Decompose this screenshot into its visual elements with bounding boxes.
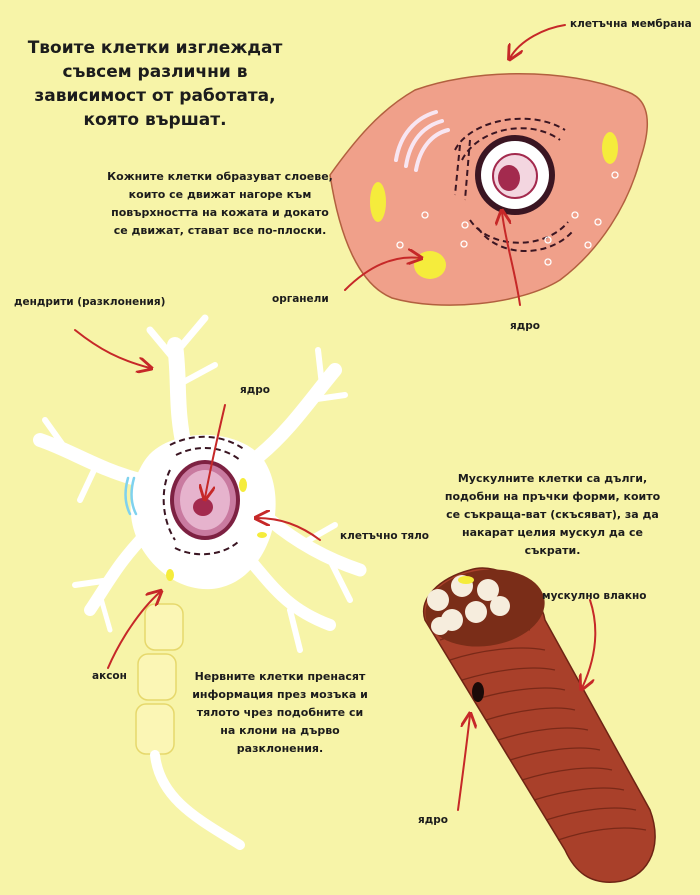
muscle-fiber xyxy=(423,567,656,883)
nerve-cell xyxy=(33,314,367,850)
label-cell-membrane: клетъчна мембрана xyxy=(570,18,692,30)
label-skin-nucleus: ядро xyxy=(510,320,540,332)
label-cell-body: клетъчно тяло xyxy=(340,530,429,542)
label-muscle-fiber: мускулно влакно xyxy=(542,590,647,602)
label-organelles: органели xyxy=(272,293,329,305)
skin-cell-description: Кожните клетки образуват слоеве, които с… xyxy=(107,170,333,237)
nerve-cell-description: Нервните клетки пренасят информация през… xyxy=(192,670,368,755)
label-axon: аксон xyxy=(92,670,127,682)
label-nerve-nucleus: ядро xyxy=(240,384,270,396)
muscle-cell-description: Мускулните клетки са дълги, подобни на п… xyxy=(444,472,661,557)
pointer-arrows xyxy=(74,24,597,811)
skin-cell xyxy=(329,73,649,306)
label-dendrites: дендрити (разклонения) xyxy=(14,296,166,308)
page-title: Твоите клетки изглеждат съвсем различни … xyxy=(27,38,283,130)
label-muscle-nucleus: ядро xyxy=(418,814,448,826)
